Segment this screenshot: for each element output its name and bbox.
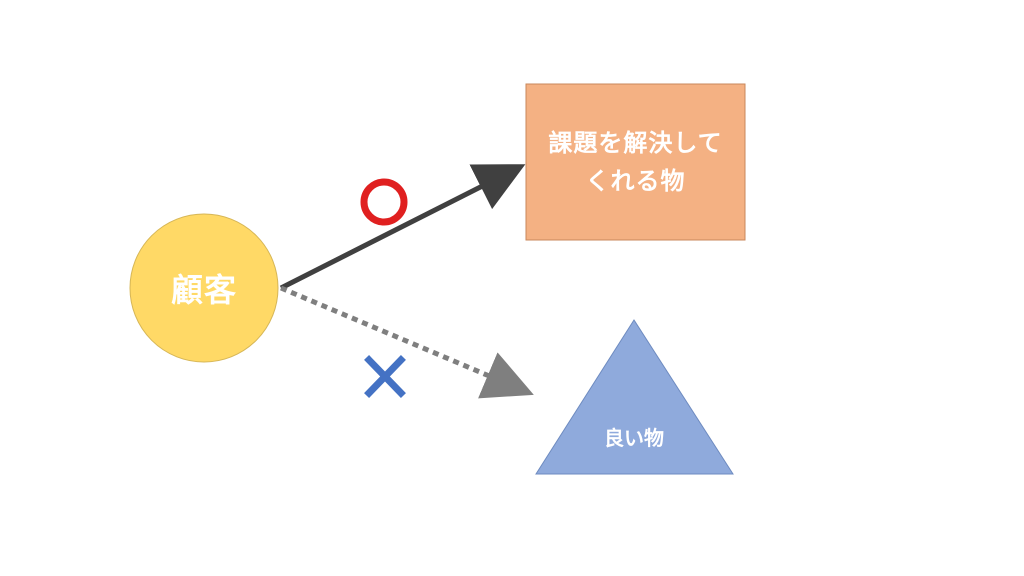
customer-node: [129, 213, 279, 363]
dotted-arrow: [280, 285, 534, 399]
good-thing-node: [535, 319, 734, 475]
good-thing-label: 良い物: [604, 425, 664, 450]
solid-arrow: [279, 164, 526, 291]
customer-label: 顧客: [170, 271, 237, 309]
solution-node: [525, 83, 746, 241]
cross-mark-icon: [364, 355, 406, 398]
circle-mark-icon: [360, 178, 408, 226]
solution-label: 課題を解決してくれる物: [548, 129, 723, 195]
